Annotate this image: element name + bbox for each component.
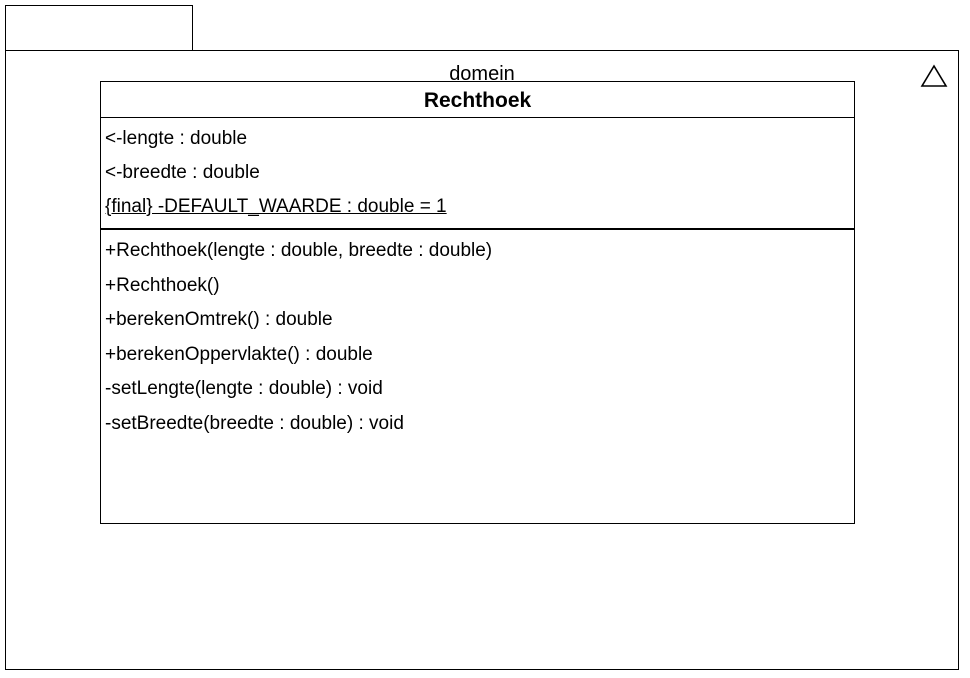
operation-bereken-oppervlakte[interactable]: +berekenOppervlakte() : double (105, 343, 373, 365)
attribute-default-waarde[interactable]: {final} -DEFAULT_WAARDE : double = 1 (105, 196, 447, 217)
operation-constructor-default[interactable]: +Rechthoek() (105, 274, 220, 296)
operation-bereken-omtrek[interactable]: +berekenOmtrek() : double (105, 309, 333, 330)
operation-set-breedte[interactable]: -setBreedte(breedte : double) : void (105, 412, 404, 434)
operation-constructor-params[interactable]: +Rechthoek(lengte : double, breedte : do… (105, 240, 493, 261)
abstract-triangle-icon (920, 64, 948, 87)
attribute-breedte[interactable]: <-breedte : double (105, 162, 260, 183)
operations-compartment: +Rechthoek(lengte : double, breedte : do… (101, 230, 854, 445)
attributes-compartment: <-lengte : double <-breedte : double {fi… (101, 118, 854, 230)
operation-set-lengte[interactable]: -setLengte(lengte : double) : void (105, 378, 383, 399)
class-rechthoek[interactable]: Rechthoek <-lengte : double <-breedte : … (100, 81, 855, 524)
package-tab (5, 5, 193, 51)
class-name: Rechthoek (101, 82, 854, 118)
package-name: domein (449, 63, 515, 85)
attribute-lengte[interactable]: <-lengte : double (105, 128, 248, 149)
